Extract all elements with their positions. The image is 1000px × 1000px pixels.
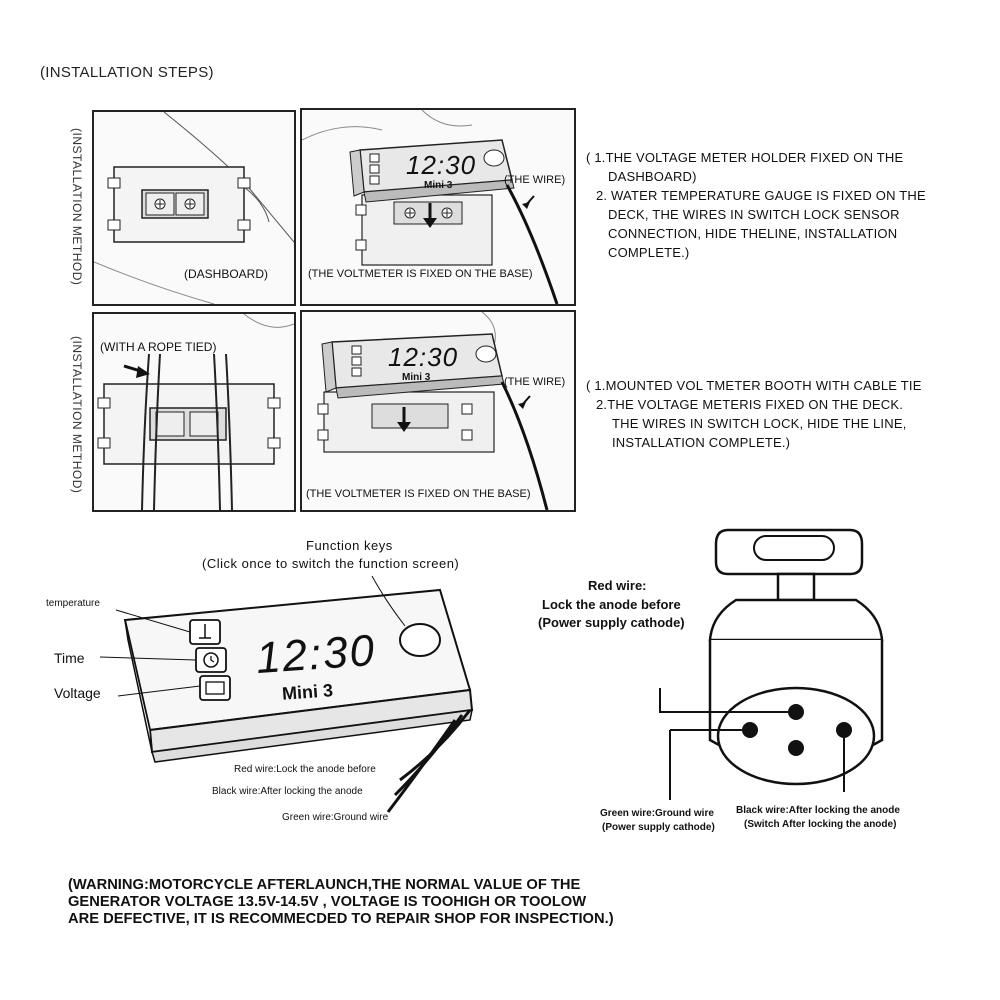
dashboard-label: (DASHBOARD) [184,267,269,281]
lock-red-wire-line1: Lock the anode before [542,597,681,612]
step-line: 2. WATER TEMPERATURE GAUGE IS FIXED ON T… [596,188,926,203]
steps-list-1: ( 1.THE VOLTAGE METER HOLDER FIXED ON TH… [586,148,926,262]
device-diagram [99,575,474,813]
step-line: THE WIRES IN SWITCH LOCK, HIDE THE LINE, [612,416,907,431]
method-label-1: (INSTALLATION METHOD) [70,128,84,286]
function-keys-label: Function keys [306,538,393,553]
function-keys-note: (Click once to switch the function scree… [202,556,460,571]
switch-lock-diagram [659,528,884,800]
warning-line: GENERATOR VOLTAGE 13.5V-14.5V , VOLTAGE … [68,893,587,910]
clock-display-2: 12:30 [388,342,459,372]
lock-red-wire-line2: (Power supply cathode) [538,615,685,630]
step-line: CONNECTION, HIDE THELINE, INSTALLATION [608,226,898,241]
base-label-1: (THE VOLTMETER IS FIXED ON THE BASE) [308,268,533,280]
lock-black-wire-line1: Black wire:After locking the anode [736,805,900,816]
device-model: Mini 3 [281,680,334,704]
warning-line: ARE DEFECTIVE, IT IS RECOMMECDED TO REPA… [68,910,614,927]
lock-green-wire-line1: Green wire:Ground wire [600,808,714,819]
step-line: ( 1.MOUNTED VOL TMETER BOOTH WITH CABLE … [586,378,922,393]
base-panel-1: 12:30 Mini 3 (THE WIRE) (THE VOLTMETER I… [300,108,576,306]
rope-panel: (WITH A ROPE TIED) [92,312,296,512]
device-black-wire: Black wire:After locking the anode [212,786,363,797]
step-line: INSTALLATION COMPLETE.) [612,435,791,450]
base-panel-2: 12:30 Mini 3 (THE WIRE) (THE VOLTMETER I… [300,310,576,512]
wire-label-2: (THE WIRE) [504,376,566,388]
model-label-2: Mini 3 [402,372,431,383]
time-label: Time [54,650,85,666]
lock-black-wire-line2: (Switch After locking the anode) [744,819,897,830]
steps-list-2: ( 1.MOUNTED VOL TMETER BOOTH WITH CABLE … [586,376,922,452]
wire-label-1: (THE WIRE) [504,174,566,186]
warning-line: (WARNING:MOTORCYCLE AFTERLAUNCH,THE NORM… [68,876,581,893]
device-red-wire: Red wire:Lock the anode before [234,764,376,775]
voltage-label: Voltage [54,685,101,701]
dashboard-panel: (DASHBOARD) [92,110,296,306]
step-line: COMPLETE.) [608,245,690,260]
clock-display-1: 12:30 [406,150,477,180]
rope-label: (WITH A ROPE TIED) [100,340,217,354]
page-title: (INSTALLATION STEPS) [40,64,214,81]
lock-green-wire-line2: (Power supply cathode) [602,822,715,833]
lock-red-wire-title: Red wire: [588,578,647,593]
step-line: DECK, THE WIRES IN SWITCH LOCK SENSOR [608,207,900,222]
step-line: 2.THE VOLTAGE METERIS FIXED ON THE DECK. [596,397,904,412]
step-line: ( 1.THE VOLTAGE METER HOLDER FIXED ON TH… [586,150,904,165]
temperature-label: temperature [46,598,100,609]
rope-illustration [97,314,294,510]
method-label-2: (INSTALLATION METHOD) [70,336,84,494]
device-clock: 12:30 [254,625,378,684]
warning-text: (WARNING:MOTORCYCLE AFTERLAUNCH,THE NORM… [68,876,614,927]
base-label-2: (THE VOLTMETER IS FIXED ON THE BASE) [306,488,531,500]
device-green-wire: Green wire:Ground wire [282,812,389,823]
step-line: DASHBOARD) [608,169,697,184]
model-label-1: Mini 3 [424,180,453,191]
voltmeter-base-illustration-2 [317,312,549,510]
dashboard-illustration [94,112,294,304]
voltmeter-base-illustration-1 [302,110,559,304]
